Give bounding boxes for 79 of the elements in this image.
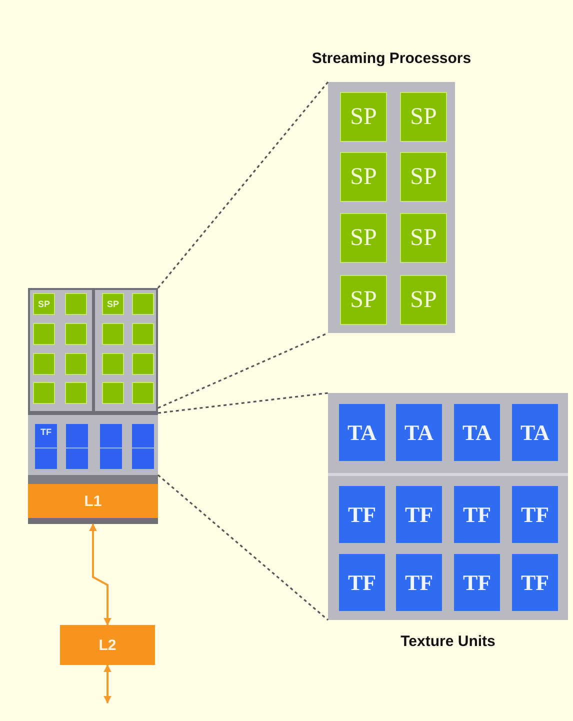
texture-unit-tile [512, 554, 558, 611]
tile-label: TA [520, 420, 550, 446]
processor-tile [340, 275, 387, 325]
tile-label: TF [462, 570, 492, 596]
processor-tile [132, 353, 154, 375]
tile-label: L1 [84, 492, 102, 510]
tile-label: TF [348, 570, 376, 596]
processor-tile [33, 323, 55, 345]
texture-unit-tile [396, 404, 442, 461]
zoom-guide-line [158, 392, 328, 414]
processor-tile [65, 323, 87, 345]
processor-tile [340, 92, 387, 142]
processor-tile [65, 353, 87, 375]
texture-unit-tile [396, 486, 442, 543]
processor-tile [340, 152, 387, 202]
processor-tile [102, 293, 124, 315]
tile-label: SP [38, 299, 50, 309]
processor-tile [33, 353, 55, 375]
tile-label: TF [404, 502, 434, 528]
texture-unit-bar [66, 424, 88, 469]
tile-label: SP [350, 224, 377, 252]
tile-label: TF [404, 570, 434, 596]
cache-block [28, 475, 158, 524]
arrow [89, 523, 112, 626]
processor-tile [340, 213, 387, 263]
tile-label: TF [520, 502, 550, 528]
texture-unit-tile [339, 486, 385, 543]
tile-label: SP [410, 104, 437, 130]
tile-label: TF [348, 502, 376, 528]
texture-unit-tile [454, 554, 500, 611]
processor-group [95, 290, 156, 411]
tile-label: TA [404, 420, 434, 446]
tile-label: TF [40, 427, 52, 437]
panel-title: Texture Units [400, 633, 496, 650]
texture-unit-tile [454, 486, 500, 543]
processor-tile [65, 382, 87, 404]
processor-tile [65, 293, 87, 315]
processor-tile [33, 293, 55, 315]
processor-tile [400, 275, 447, 325]
tile-label: SP [350, 104, 377, 130]
processor-tile [102, 353, 124, 375]
tile-label: TA [348, 420, 376, 446]
tile-label: TA [462, 420, 492, 446]
texture-unit-bar [35, 424, 57, 469]
panel-title: Streaming Processors [310, 50, 472, 67]
texture-unit-tile [396, 554, 442, 611]
texture-cluster [28, 413, 158, 475]
zoom-guide-line [157, 82, 329, 288]
texture-unit-tile [512, 486, 558, 543]
processor-tile [132, 382, 154, 404]
tile-label: SP [106, 299, 119, 309]
processor-tile [33, 382, 55, 404]
processor-tile [400, 213, 447, 263]
processor-tile [132, 323, 154, 345]
texture-unit-tile [339, 554, 385, 611]
tile-label: TF [462, 502, 492, 528]
texture-unit-tile [339, 404, 385, 461]
tile-label: SP [410, 164, 437, 190]
tile-label: SP [410, 286, 437, 314]
processor-group [30, 290, 92, 411]
texture-unit-tile [454, 404, 500, 461]
processor-tile [400, 152, 447, 202]
arrow [104, 664, 112, 704]
zoom-guide-line [157, 474, 329, 621]
processor-tile [400, 92, 447, 142]
tile-label: TF [520, 570, 550, 596]
texture-unit-tile [512, 404, 558, 461]
processor-cluster [28, 288, 158, 413]
tile-label: SP [350, 164, 377, 190]
processor-tile [132, 293, 154, 315]
texture-unit-bar [100, 424, 122, 469]
cache-block [60, 625, 155, 665]
tile-label: SP [410, 224, 437, 252]
texture-unit-bar [132, 424, 154, 469]
tile-label: L2 [98, 636, 116, 654]
processor-tile [102, 382, 124, 404]
tile-label: SP [350, 286, 377, 314]
zoom-guide-line [158, 332, 328, 409]
processor-tile [102, 323, 124, 345]
